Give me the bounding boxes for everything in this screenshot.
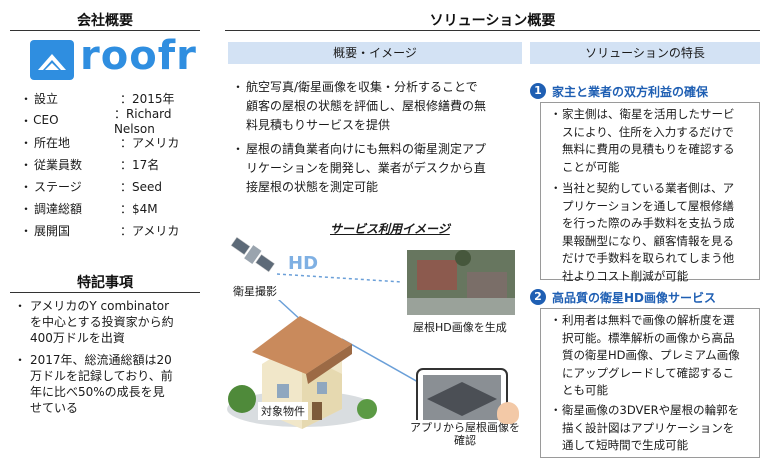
- roofr-logo-icon: [30, 40, 74, 80]
- service-image-title: サービス利用イメージ: [330, 222, 450, 236]
- feature-2-number-badge: 2: [530, 289, 546, 305]
- app-check-label: アプリから屋根画像を 確認: [407, 420, 523, 448]
- note-item: ・アメリカのY combinator を中心とする投資家から約 400万ドルを出…: [14, 299, 174, 345]
- info-row-markets: ・展開国：アメリカ: [20, 223, 180, 238]
- feature-1-header: 1 家主と業者の双方利益の確保: [530, 80, 760, 102]
- tablet-illustration: [416, 368, 508, 428]
- feature-1-box: [540, 102, 760, 280]
- note-item: ・2017年、総流通総額は20 万ドルを記録しており、前 年に比べ50%の成長を…: [14, 353, 173, 415]
- info-row-stage: ・ステージ：Seed: [20, 179, 163, 194]
- feature-2-item: ・利用者は無料で画像の解析度を選 択可能。標準解析の画像から高品 質の衛星HD画…: [550, 313, 740, 397]
- company-title-divider: [10, 30, 200, 31]
- info-row-employees: ・従業員数：17名: [20, 157, 160, 172]
- feature-1-item: ・家主側は、衛星を活用したサービ スにより、住所を入力するだけで 無料に費用の見…: [550, 107, 735, 174]
- feature-1-number-badge: 1: [530, 83, 546, 99]
- info-row-ceo: ・CEO：Richard Nelson: [20, 106, 172, 136]
- company-info-list: ・設立：2015年 ・CEO：Richard Nelson ・所在地：アメリカ …: [20, 87, 210, 241]
- aerial-roof-image: [407, 250, 515, 315]
- info-row-location: ・所在地：アメリカ: [20, 135, 180, 150]
- hand-pointer-icon: [497, 402, 519, 424]
- solution-section-title: ソリューション概要: [429, 13, 556, 29]
- info-row-funding: ・調達総額：$4M: [20, 201, 158, 216]
- feature-1: 1 家主と業者の双方利益の確保 ・家主側は、衛星を活用したサービ スにより、住所…: [530, 80, 760, 283]
- satellite-label: 衛星撮影: [230, 282, 280, 300]
- property-label: 対象物件: [258, 402, 308, 420]
- overview-item: ・屋根の請負業者向けにも無料の衛星測定アプ リケーションを開発し、業者がデスクか…: [232, 142, 487, 194]
- features-header: ソリューションの特長: [530, 42, 760, 64]
- roofr-logo-text: roofr: [80, 33, 197, 79]
- feature-1-title: 家主と業者の双方利益の確保: [552, 84, 709, 99]
- overview-item: ・航空写真/衛星画像を収集・分析することで 顧客の屋根の状態を評価し、屋根修繕費…: [232, 80, 487, 132]
- notes-section-title: 特記事項: [77, 275, 133, 291]
- feature-2-header: 2 高品質の衛星HD画像サービス: [530, 286, 760, 308]
- feature-2: 2 高品質の衛星HD画像サービス ・利用者は無料で画像の解析度を選 択可能。標準…: [530, 286, 760, 458]
- hd-image-label: 屋根HD画像を生成: [410, 318, 510, 336]
- solution-title-divider: [225, 30, 760, 31]
- feature-2-item: ・衛星画像の3DVERや屋根の輪郭を 描く設計図はアプリケーションを 通して短時…: [550, 403, 740, 452]
- feature-2-title: 高品質の衛星HD画像サービス: [552, 290, 717, 305]
- hd-label: HD: [288, 253, 319, 274]
- overview-header: 概要・イメージ: [228, 42, 522, 64]
- feature-1-item: ・当社と契約している業者側は、ア プリケーションを通して屋根修繕 を行った際のみ…: [550, 181, 735, 283]
- notes-title-divider: [10, 292, 200, 293]
- feature-2-box: [540, 308, 760, 458]
- info-row-founded: ・設立：2015年: [20, 91, 175, 106]
- company-section-title: 会社概要: [77, 13, 133, 29]
